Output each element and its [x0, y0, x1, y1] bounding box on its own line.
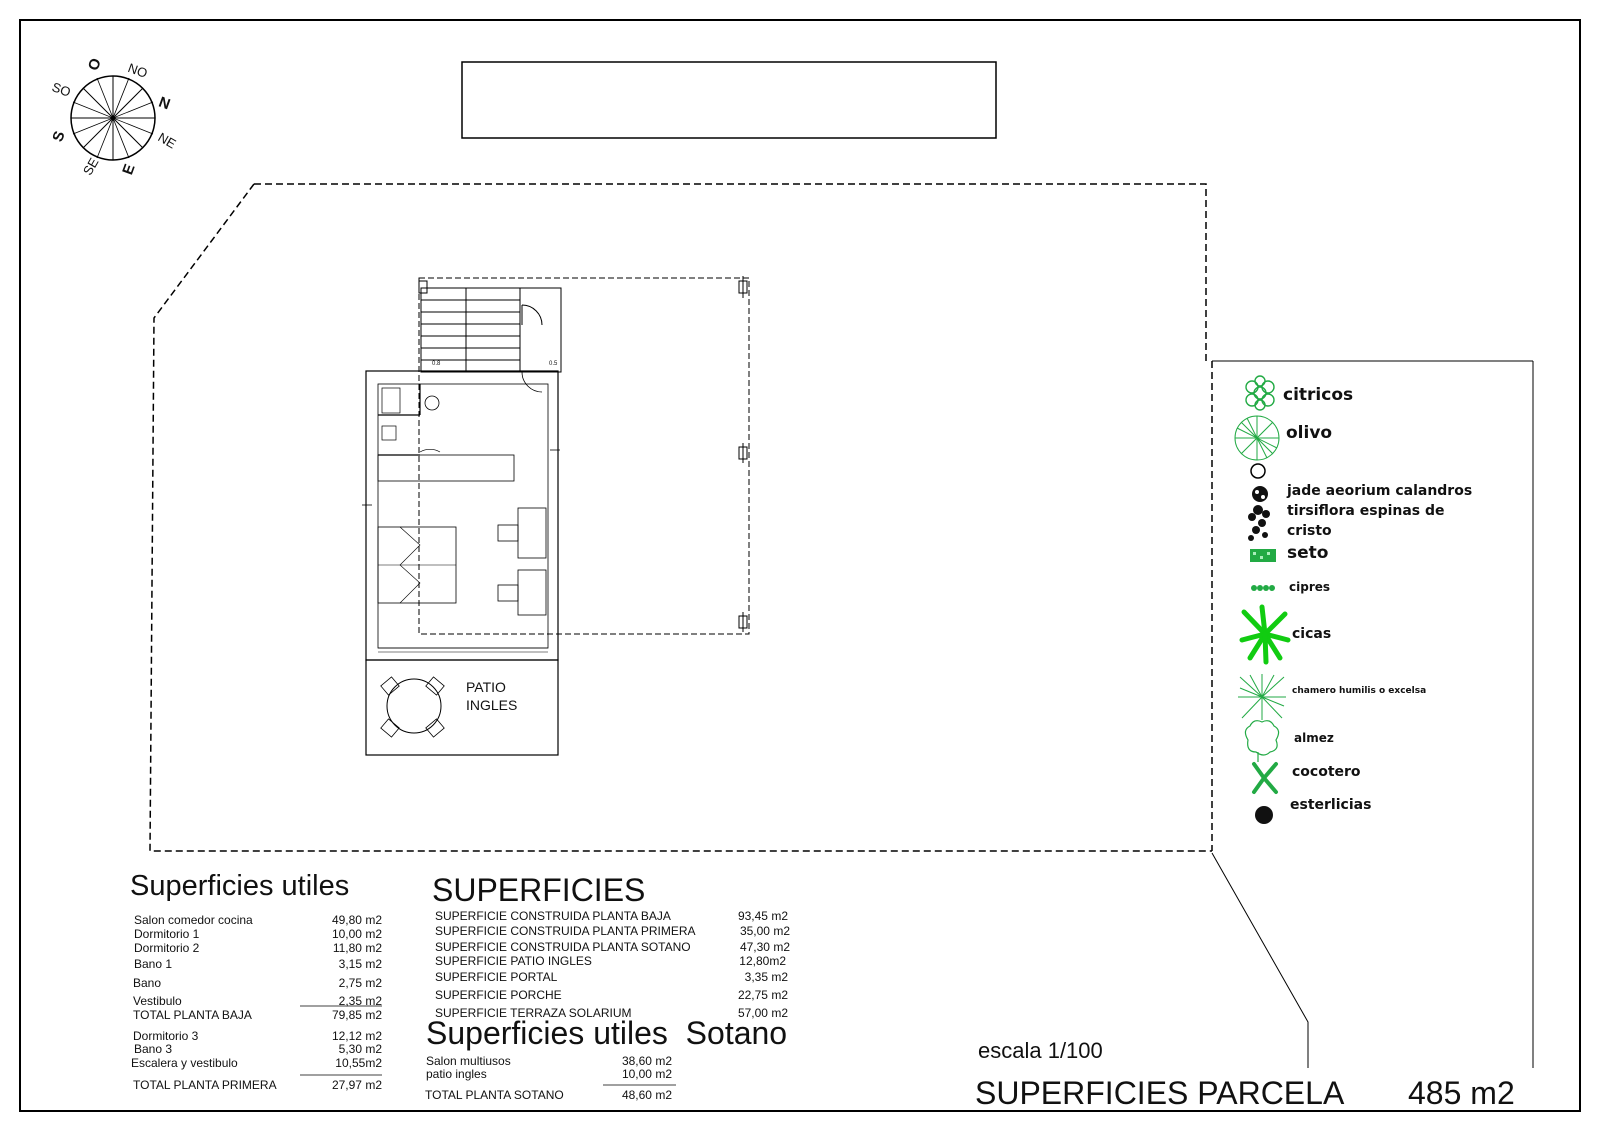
superficies-row-value: 12,80m2	[739, 954, 786, 968]
scale-label: escala 1/100	[978, 1038, 1103, 1063]
utiles-row-value: 3,15 m2	[338, 957, 382, 971]
legend-frame	[1211, 360, 1534, 1068]
utiles-row-value: 11,80 m2	[332, 941, 382, 955]
dim-label-2: 0.5	[549, 361, 558, 367]
superficies-row-value: 35,00 m2	[739, 924, 790, 938]
utiles-total-value: 27,97 m2	[331, 1078, 382, 1092]
superficies-row-value: 47,30 m2	[739, 940, 790, 954]
utiles-title: Superficies utiles	[130, 870, 350, 902]
jade-icon	[1252, 486, 1268, 502]
utiles-row-value: 10,00 m2	[331, 927, 382, 941]
utiles-row-value: 2,35 m2	[338, 994, 382, 1008]
utiles-row-label: Bano 1	[134, 957, 173, 971]
patio-ingles	[365, 659, 559, 756]
parcela-label: SUPERFICIES PARCELA	[975, 1075, 1345, 1111]
utiles-row-label: Dormitorio 3	[133, 1029, 199, 1043]
house-plan	[362, 370, 560, 661]
chamero-icon	[1238, 674, 1286, 720]
superficies-row-label: SUPERFICIE CONSTRUIDA PLANTA BAJA	[435, 909, 671, 923]
utiles-row-label: Dormitorio 1	[134, 927, 200, 941]
parcela-value: 485 m2	[1408, 1075, 1515, 1111]
utiles-row-label: Vestibulo	[133, 994, 182, 1008]
sotano-title: Superficies utiles Sotano	[426, 1015, 788, 1051]
legend-label-cristo: cristo	[1287, 523, 1332, 539]
superficies-title: SUPERFICIES	[432, 872, 646, 908]
legend-label-olivo: olivo	[1286, 423, 1333, 443]
sotano-row-label: Salon multiusos	[426, 1054, 511, 1068]
sotano-total-value: 48,60 m2	[621, 1088, 672, 1102]
porch-posts	[418, 276, 748, 632]
olivo-icon	[1234, 415, 1280, 461]
sheet-frame	[19, 19, 1581, 1112]
utiles-total-value: 79,85 m2	[331, 1008, 382, 1022]
legend-label-jade: jade aeorium calandros	[1287, 483, 1473, 499]
superficies-row-label: SUPERFICIE PORCHE	[435, 988, 562, 1002]
compass-rose-icon	[70, 75, 156, 161]
utiles-row-label: Escalera y vestibulo	[131, 1056, 238, 1070]
title-box	[461, 61, 997, 139]
legend-label-cicas: cicas	[1292, 626, 1332, 642]
citricos-icon	[1245, 375, 1275, 411]
sotano-row-value: 10,00 m2	[621, 1067, 672, 1081]
dim-label-1: 0.8	[432, 361, 441, 367]
utiles-row-value: 10,55m2	[335, 1056, 382, 1070]
utiles-row-label: Salon comedor cocina	[134, 913, 253, 927]
superficies-row-label: SUPERFICIE PORTAL	[435, 970, 558, 984]
legend-label-citricos: citricos	[1283, 385, 1354, 405]
sotano-row-value: 38,60 m2	[621, 1054, 672, 1068]
esterlicias-icon	[1255, 806, 1273, 824]
patio-label-1: PATIO	[466, 679, 506, 695]
stair-block	[420, 287, 562, 373]
cicas-icon	[1239, 604, 1291, 665]
superficies-row-value: 3,35 m2	[744, 970, 788, 984]
tirsiflora-icon	[1248, 505, 1270, 541]
utiles-row-label: Dormitorio 2	[134, 941, 200, 955]
legend-label-tirsiflora: tirsiflora espinas de	[1287, 503, 1445, 519]
utiles-row-label: Bano 3	[134, 1042, 173, 1056]
legend-label-esterlicias: esterlicias	[1290, 797, 1372, 813]
parcel-boundary	[149, 183, 1213, 852]
legend-label-cocotero: cocotero	[1292, 764, 1361, 780]
utiles-row-value: 12,12 m2	[331, 1029, 382, 1043]
superficies-row-value: 22,75 m2	[737, 988, 788, 1002]
legend-label-cipres: cipres	[1289, 580, 1331, 594]
sotano-row-label: patio ingles	[426, 1067, 487, 1081]
patio-label-2: INGLES	[466, 697, 518, 713]
porch-outline	[418, 277, 750, 635]
seto-icon	[1250, 549, 1276, 562]
superficies-row-label: SUPERFICIE PATIO INGLES	[435, 954, 592, 968]
superficies-row-value: 57,00 m2	[737, 1006, 788, 1020]
utiles-row-value: 5,30 m2	[338, 1042, 382, 1056]
legend-label-seto: seto	[1287, 543, 1329, 563]
superficies-row-value: 93,45 m2	[737, 909, 788, 923]
cipres-icon	[1251, 585, 1275, 591]
utiles-row-value: 2,75 m2	[338, 976, 382, 990]
superficies-row-label: SUPERFICIE CONSTRUIDA PLANTA PRIMERA	[435, 924, 696, 938]
cocotero-icon	[1252, 762, 1278, 794]
legend-label-chamero: chamero humilis o excelsa	[1292, 686, 1427, 696]
legend-label-almez: almez	[1294, 731, 1334, 745]
utiles-total-label: TOTAL PLANTA BAJA	[133, 1008, 252, 1022]
superficies-row-label: SUPERFICIE TERRAZA SOLARIUM	[435, 1006, 632, 1020]
almez-icon	[1244, 720, 1280, 762]
utiles-row-label: Bano	[133, 976, 162, 990]
small-circle-icon	[1250, 463, 1266, 479]
sotano-total-label: TOTAL PLANTA SOTANO	[425, 1088, 564, 1102]
superficies-row-label: SUPERFICIE CONSTRUIDA PLANTA SOTANO	[435, 940, 691, 954]
utiles-total-label: TOTAL PLANTA PRIMERA	[133, 1078, 277, 1092]
utiles-row-value: 49,80 m2	[331, 913, 382, 927]
